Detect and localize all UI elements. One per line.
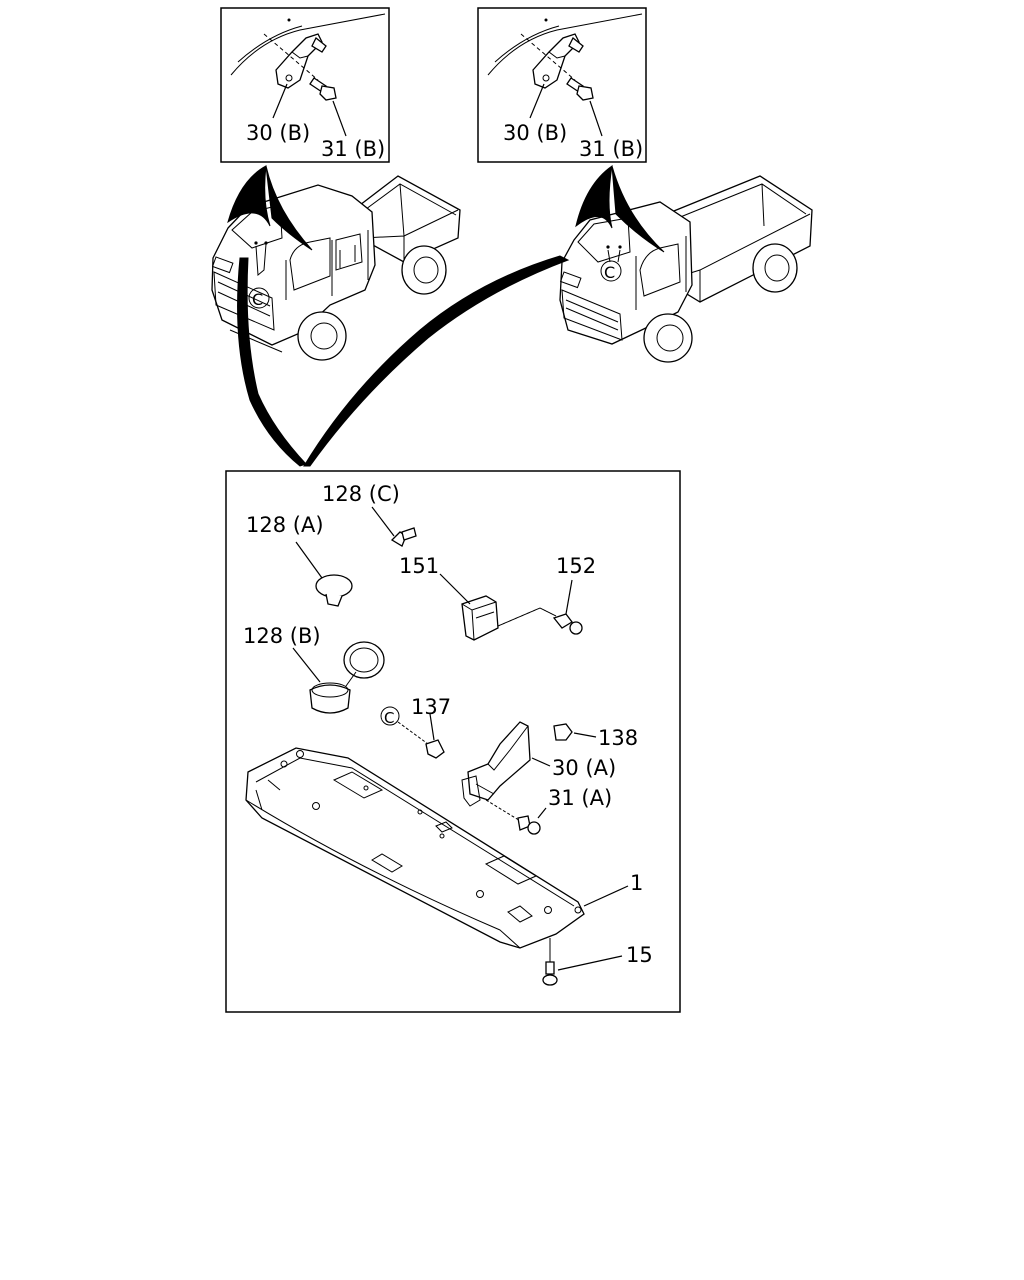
callout-inset-right-bolt: 31 (B) <box>579 137 643 161</box>
callout-152: 152 <box>556 554 596 578</box>
inset-left-frame <box>220 7 390 163</box>
cover-panel-1 <box>245 747 585 949</box>
callout-inset-right-bracket: 30 (B) <box>503 121 567 145</box>
inset-right-connector <box>575 164 665 253</box>
truck-left-marker <box>248 287 270 309</box>
callout-151: 151 <box>399 554 439 578</box>
callout-inset-left-bracket: 30 (B) <box>246 121 310 145</box>
callout-128c: 128 (C) <box>322 482 400 506</box>
truck-crew-cab: C <box>211 175 461 361</box>
clip-137 <box>425 739 445 759</box>
callout-1: 1 <box>630 871 643 895</box>
bracket-151 <box>461 595 499 641</box>
inset-left-bracket <box>275 33 327 89</box>
inset-right-bracket <box>532 33 584 89</box>
screw-15 <box>542 961 558 986</box>
callout-128b: 128 (B) <box>243 624 321 648</box>
inset-right-bolt <box>520 33 594 101</box>
nut-138 <box>553 723 573 741</box>
inset-left-roof-edge <box>230 13 386 76</box>
callout-inset-left-bolt: 31 (B) <box>321 137 385 161</box>
inset-left-connector <box>227 165 313 251</box>
truck-right-marker <box>600 260 622 282</box>
callout-15: 15 <box>626 943 653 967</box>
callout-128a: 128 (A) <box>246 513 324 537</box>
inset-right: 30 (B) 31 (B) <box>477 7 647 163</box>
bracket-30a <box>461 721 531 807</box>
inset-left: 30 (B) 31 (B) <box>220 7 390 163</box>
truck-standard-cab: C <box>559 175 813 363</box>
inset-right-frame <box>477 7 647 163</box>
clip-137-marker <box>380 706 400 726</box>
inset-left-bolt <box>263 33 337 101</box>
detail-frame <box>225 470 681 1013</box>
truck-left-marker-letter: C <box>252 290 263 309</box>
detail-connector <box>237 255 570 467</box>
clip-137-marker-letter: C <box>384 709 394 727</box>
truck-right-marker-letter: C <box>604 263 615 282</box>
callout-137: 137 <box>411 695 451 719</box>
callout-31a: 31 (A) <box>548 786 612 810</box>
cap-128a <box>315 574 353 607</box>
callout-138: 138 <box>598 726 638 750</box>
callout-30a: 30 (A) <box>552 756 616 780</box>
clip-152 <box>552 613 583 635</box>
grommet-128b <box>309 641 385 714</box>
bolt-31a <box>517 815 541 835</box>
bolt-128c <box>390 527 417 547</box>
